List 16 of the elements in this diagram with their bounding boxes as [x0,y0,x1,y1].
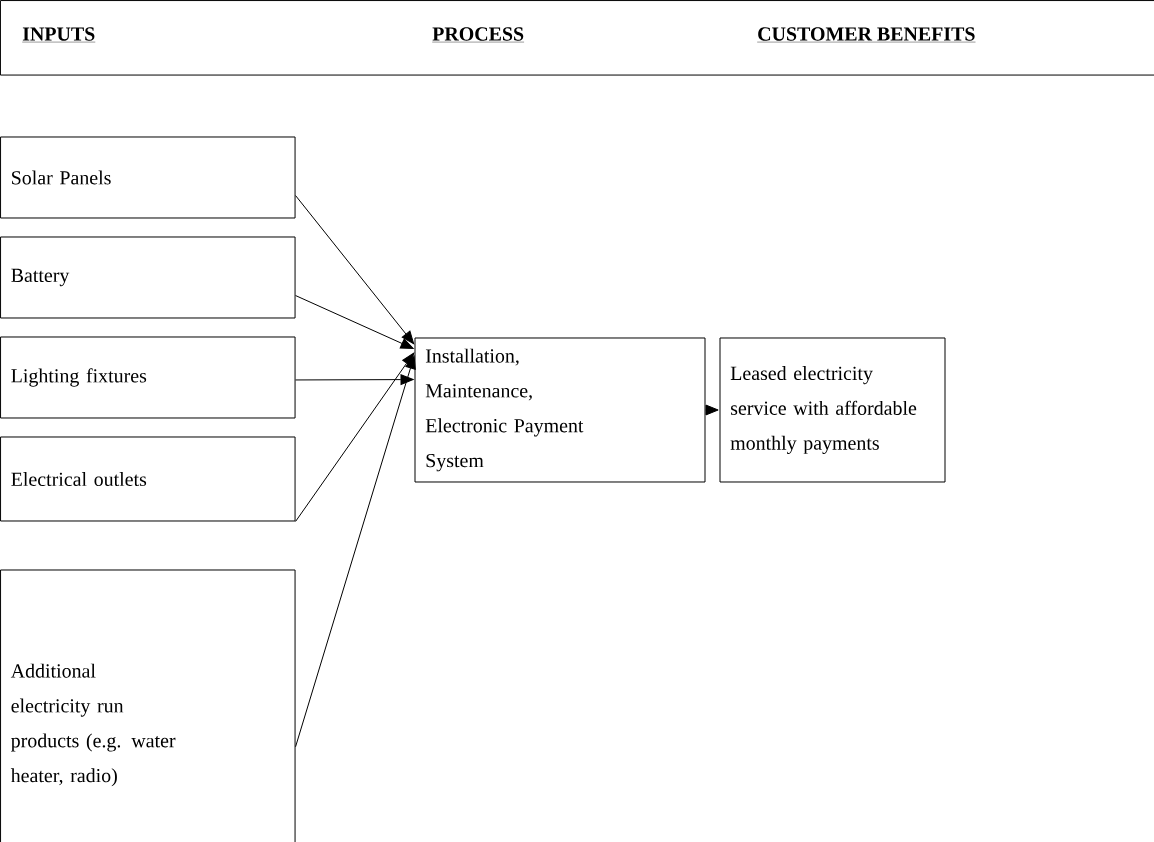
arrow [295,195,415,345]
arrow [295,352,415,522]
process-box: Installation, Maintenance, Electronic Payment System [414,337,706,483]
process-box: Additional electricity run products (e.g. water heater, radio) [0,569,296,842]
arrow [295,355,416,748]
arrow [295,374,414,385]
process-box: Solar Panels [0,136,296,219]
process-box: Battery [0,236,296,319]
process-box: Leased electricity service with affordable monthly payments [719,337,946,483]
arrow [705,404,719,416]
column-heading: PROCESS [432,27,525,43]
column-heading: CUSTOMER BENEFITS [757,27,976,43]
process-box: Lighting fixtures [0,336,296,419]
arrow [295,295,414,350]
column-heading: INPUTS [22,27,96,43]
process-box: Electrical outlets [0,436,296,522]
